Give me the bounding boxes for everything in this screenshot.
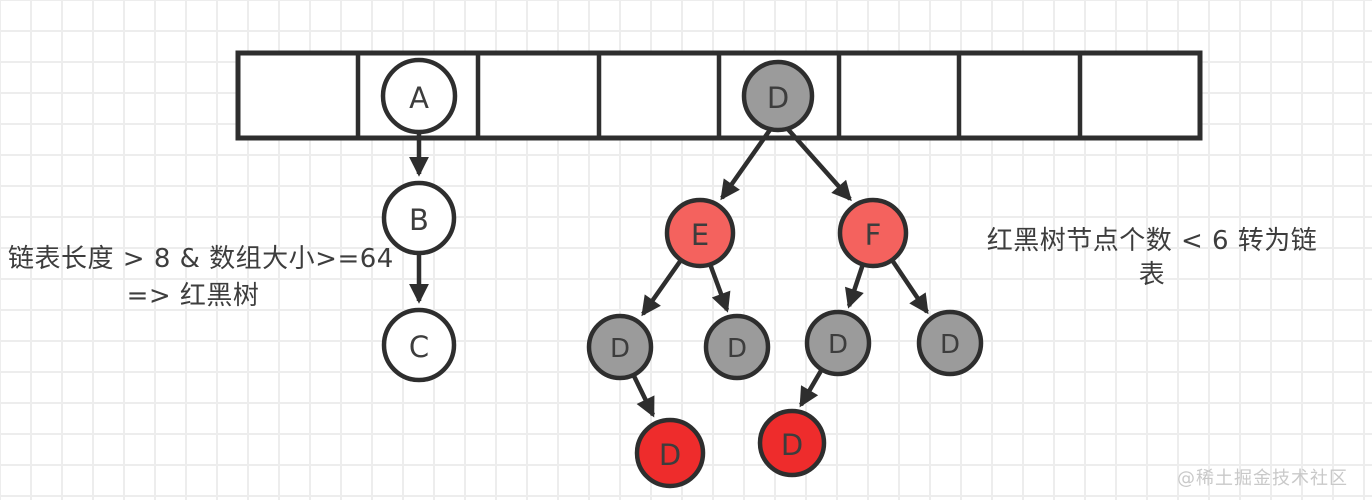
node-e: E <box>664 197 736 269</box>
edge-dbucket-f <box>784 125 852 202</box>
watermark: @稀土掘金技术社区 <box>1177 468 1348 489</box>
node-d-red-right: D <box>757 408 827 478</box>
annotation-untreeify-line1: 红黑树节点个数 < 6 转为链 <box>986 226 1318 256</box>
edge-dleft-redleft <box>630 373 656 418</box>
node-d-e-right-circle <box>703 313 771 381</box>
node-d-red-left-label: D <box>659 438 681 472</box>
node-a: A <box>380 57 458 135</box>
node-d-red-left-circle <box>634 417 706 489</box>
node-a-circle <box>380 57 458 135</box>
node-d-f-left: D <box>804 309 872 377</box>
node-d-bucket-circle <box>741 59 815 133</box>
node-e-label: E <box>691 218 709 252</box>
node-c-circle <box>381 307 457 383</box>
node-d-e-left: D <box>586 313 654 381</box>
node-d-f-left-circle <box>804 309 872 377</box>
node-d-bucket-label: D <box>767 81 789 115</box>
node-d-bucket: D <box>741 59 815 133</box>
node-a-label: A <box>409 81 429 115</box>
node-c-label: C <box>409 330 429 364</box>
annotation-treeify: 链表长度 > 8 & 数组大小>=64 => 红黑树 <box>8 241 394 315</box>
node-c: C <box>381 307 457 383</box>
edge-f-dleft <box>844 263 866 309</box>
annotation-treeify-line2: => 红黑树 <box>126 281 260 311</box>
edge-e-dright <box>707 263 731 313</box>
node-b-label: B <box>409 203 429 237</box>
node-f-circle <box>837 197 909 269</box>
node-d-e-left-circle <box>586 313 654 381</box>
node-d-f-right-circle <box>916 309 984 377</box>
edge-f-dright <box>890 258 929 315</box>
node-d-e-right-label: D <box>727 334 747 364</box>
node-d-red-right-label: D <box>781 428 803 462</box>
edges <box>409 125 929 418</box>
node-f-label: F <box>865 218 882 252</box>
node-f: F <box>837 197 909 269</box>
edge-dfleft-redright <box>799 367 824 408</box>
edge-e-dleft <box>641 258 683 317</box>
node-d-f-left-label: D <box>828 330 848 360</box>
node-b-circle <box>381 180 457 256</box>
annotation-untreeify-line2: 表 <box>1138 260 1166 290</box>
node-d-e-left-label: D <box>610 334 630 364</box>
node-d-red-left: D <box>634 417 706 489</box>
node-b: B <box>381 180 457 256</box>
annotation-untreeify: 红黑树节点个数 < 6 转为链 表 <box>978 224 1326 292</box>
node-d-red-right-circle <box>757 408 827 478</box>
annotation-treeify-line1: 链表长度 > 8 & 数组大小>=64 <box>8 244 394 274</box>
node-d-e-right: D <box>703 313 771 381</box>
node-d-f-right-label: D <box>940 330 960 360</box>
edge-dbucket-e <box>720 125 774 201</box>
node-e-circle <box>664 197 736 269</box>
node-d-f-right: D <box>916 309 984 377</box>
